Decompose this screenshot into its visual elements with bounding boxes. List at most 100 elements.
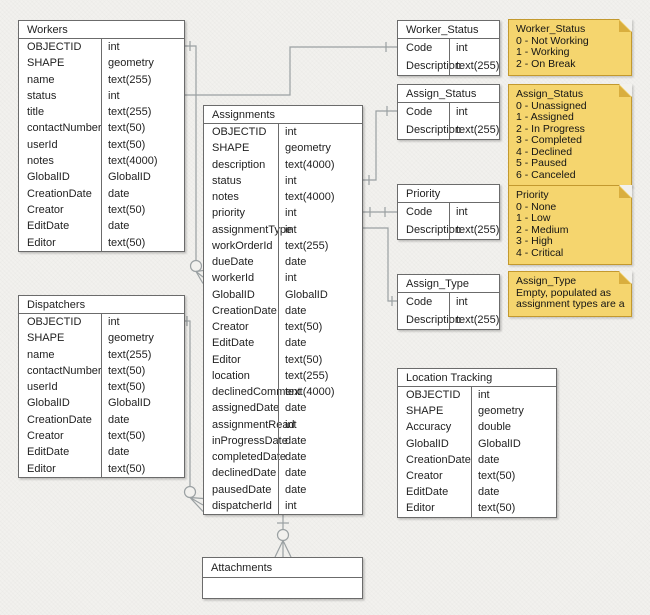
field-name: priority (212, 207, 246, 220)
connector-workers-assignments (185, 41, 204, 284)
note-line: 3 - Completed (516, 135, 582, 146)
field-type: text(50) (285, 353, 323, 366)
field-name: dispatcherId (212, 499, 272, 512)
field-name: Creator (27, 430, 64, 443)
field-name: Accuracy (406, 421, 452, 434)
field-type: text(4000) (285, 386, 335, 398)
connector-dispatchers-assignments (183, 316, 204, 512)
field-name: completedDate (212, 451, 286, 463)
table-attachments[interactable]: Attachments (202, 557, 363, 599)
connector-assignments-assign-type (363, 227, 397, 306)
field-type: text(50) (108, 203, 146, 216)
field-type: geometry (108, 332, 154, 345)
field-type: text(4000) (108, 155, 158, 168)
field-name: status (212, 174, 242, 187)
note-line: assignment types are added (516, 299, 625, 310)
field-type: date (285, 434, 307, 447)
field-type: text(50) (108, 381, 146, 394)
field-name: assignedDate (212, 402, 280, 415)
field-name: Code (406, 106, 433, 118)
field-type: int (456, 296, 468, 308)
connector-assignments-priority (363, 207, 397, 217)
column-divider (101, 314, 102, 477)
field-type: text(255) (108, 106, 152, 119)
field-name: description (212, 158, 266, 171)
field-row: GlobalID GlobalID (19, 395, 184, 411)
field-type: int (285, 418, 297, 431)
note-line: 2 - On Break (516, 58, 576, 70)
field-type: date (285, 483, 307, 496)
field-type: double (478, 421, 512, 434)
field-type: date (285, 337, 307, 350)
field-name: Editor (406, 502, 435, 515)
column-divider (449, 293, 450, 329)
field-name: notes (212, 191, 239, 203)
field-name: inProgressDate (212, 434, 288, 447)
note-title: Assign_Status (516, 89, 584, 100)
note-line: Empty, populated as (516, 287, 611, 299)
field-name: OBJECTID (27, 316, 82, 328)
note-line: 1 - Assigned (516, 112, 574, 123)
note-line: 4 - Declined (516, 146, 573, 158)
field-name: GlobalID (27, 397, 70, 410)
field-name: Creator (212, 321, 249, 333)
table-title: Workers (19, 21, 184, 39)
field-name: contactNumber (27, 364, 102, 377)
field-type: GlobalID (108, 397, 151, 410)
field-type: int (285, 223, 297, 236)
field-row: Editor text(50) (398, 500, 556, 516)
note-line: 6 - Canceled (516, 169, 576, 181)
field-name: Editor (27, 462, 56, 475)
field-type: text(50) (478, 469, 516, 482)
field-type: text(50) (478, 502, 516, 515)
field-type: text(255) (108, 348, 152, 361)
empty-row (203, 578, 362, 598)
field-type: text(50) (108, 364, 146, 377)
field-type: text(255) (456, 60, 499, 72)
field-type: date (285, 451, 307, 463)
field-type: text(50) (108, 236, 146, 249)
